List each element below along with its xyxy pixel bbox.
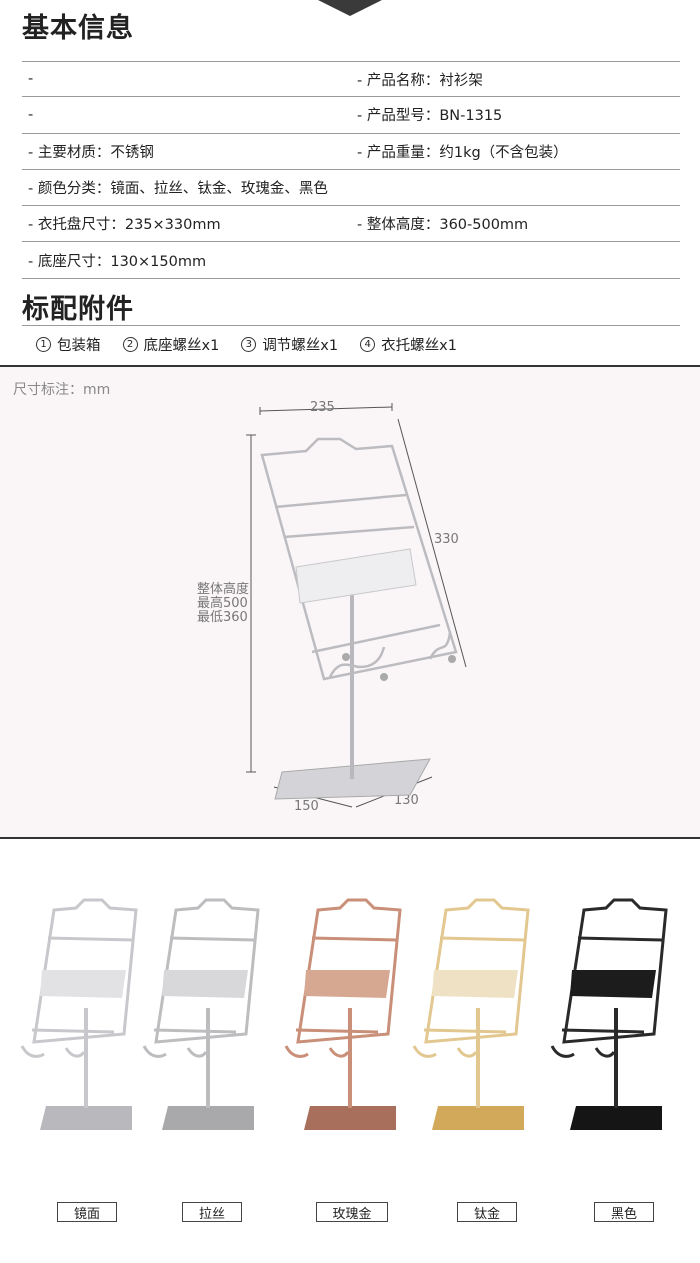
dim-base-width-label: 150 bbox=[294, 799, 319, 814]
basic-info-title: 基本信息 bbox=[22, 13, 134, 44]
dim-height-label: 330 bbox=[434, 532, 459, 547]
info-row: - - 产品名称：衬衫架 bbox=[22, 61, 680, 98]
accessory-label: 衣托螺丝x1 bbox=[381, 338, 457, 354]
info-row: - 底座尺寸：130×150mm bbox=[22, 242, 680, 279]
dim-min-label: 最低360 bbox=[197, 610, 248, 625]
rack-variant-5 bbox=[550, 898, 668, 1130]
rack-variant-3 bbox=[284, 898, 402, 1130]
accessory-label: 底座螺丝x1 bbox=[143, 338, 220, 354]
color-label-black: 黑色 bbox=[594, 1202, 654, 1222]
accessory-item: 2 底座螺丝x1 bbox=[122, 334, 220, 355]
number-badge: 3 bbox=[241, 337, 257, 352]
accessory-item: 3 调节螺丝x1 bbox=[241, 334, 338, 355]
info-cell-left: - bbox=[28, 71, 34, 88]
info-cell-right: - 整体高度：360-500mm bbox=[357, 217, 529, 234]
info-row: - 衣托盘尺寸：235×330mm - 整体高度：360-500mm bbox=[22, 206, 680, 243]
number-badge: 1 bbox=[36, 337, 51, 352]
accessory-label: 调节螺丝x1 bbox=[262, 338, 339, 354]
info-cell-left: - 衣托盘尺寸：235×330mm bbox=[28, 217, 221, 234]
accessory-item: 4 衣托螺丝x1 bbox=[360, 334, 457, 355]
dim-width-label: 235 bbox=[310, 400, 335, 415]
dim-overall-label: 整体高度 bbox=[197, 581, 249, 597]
info-row: - - 产品型号：BN-1315 bbox=[22, 97, 680, 134]
number-badge: 2 bbox=[122, 337, 138, 352]
info-cell-right: - 产品型号：BN-1315 bbox=[357, 108, 503, 125]
accessory-label: 包装箱 bbox=[57, 338, 101, 354]
color-label-rose-gold: 玫瑰金 bbox=[316, 1202, 388, 1222]
color-variants-section: 镜面 拉丝 玫瑰金 钛金 黑色 bbox=[0, 840, 700, 1263]
divider bbox=[22, 325, 680, 326]
accessories-title: 标配附件 bbox=[22, 294, 134, 325]
dimension-drawing: 235 330 整体高度 最高500 最低360 150 130 bbox=[197, 400, 467, 814]
rack-variant-1 bbox=[20, 898, 138, 1130]
color-variants-drawing bbox=[20, 898, 668, 1130]
accessory-item: 1 包装箱 bbox=[36, 334, 101, 355]
top-notch-decoration bbox=[318, 0, 382, 16]
shirt-rack-illustration bbox=[260, 437, 458, 800]
rack-variant-2 bbox=[142, 898, 260, 1130]
dim-base-depth-label: 130 bbox=[394, 793, 419, 808]
info-cell-left: - 主要材质：不锈钢 bbox=[28, 144, 154, 161]
accessories-list: 1 包装箱 2 底座螺丝x1 3 调节螺丝x1 4 衣托螺丝x1 bbox=[36, 334, 479, 355]
info-cell-left: - 底座尺寸：130×150mm bbox=[28, 253, 207, 270]
dim-max-label: 最高500 bbox=[197, 595, 248, 611]
number-badge: 4 bbox=[360, 337, 376, 352]
rack-variant-4 bbox=[412, 898, 530, 1130]
info-cell-left: - bbox=[28, 106, 34, 123]
basic-info-table: - - 产品名称：衬衫架 - - 产品型号：BN-1315 - 主要材质：不锈钢… bbox=[22, 61, 680, 279]
info-row: - 主要材质：不锈钢 - 产品重量：约1kg（不含包装） bbox=[22, 134, 680, 170]
dimension-diagram-panel: 尺寸标注：mm 235 330 整体高度 最高500 最低360 150 130 bbox=[0, 365, 700, 839]
color-label-mirror: 镜面 bbox=[57, 1202, 117, 1222]
info-cell-right: - 产品重量：约1kg（不含包装） bbox=[357, 144, 568, 161]
info-cell-left: - 颜色分类：镜面、拉丝、钛金、玫瑰金、黑色 bbox=[28, 181, 328, 198]
info-cell-right: - 产品名称：衬衫架 bbox=[357, 72, 483, 89]
color-label-titanium-gold: 钛金 bbox=[457, 1202, 517, 1222]
info-row: - 颜色分类：镜面、拉丝、钛金、玫瑰金、黑色 bbox=[22, 170, 680, 207]
dimension-caption: 尺寸标注：mm bbox=[13, 382, 111, 398]
color-label-brushed: 拉丝 bbox=[182, 1202, 242, 1222]
